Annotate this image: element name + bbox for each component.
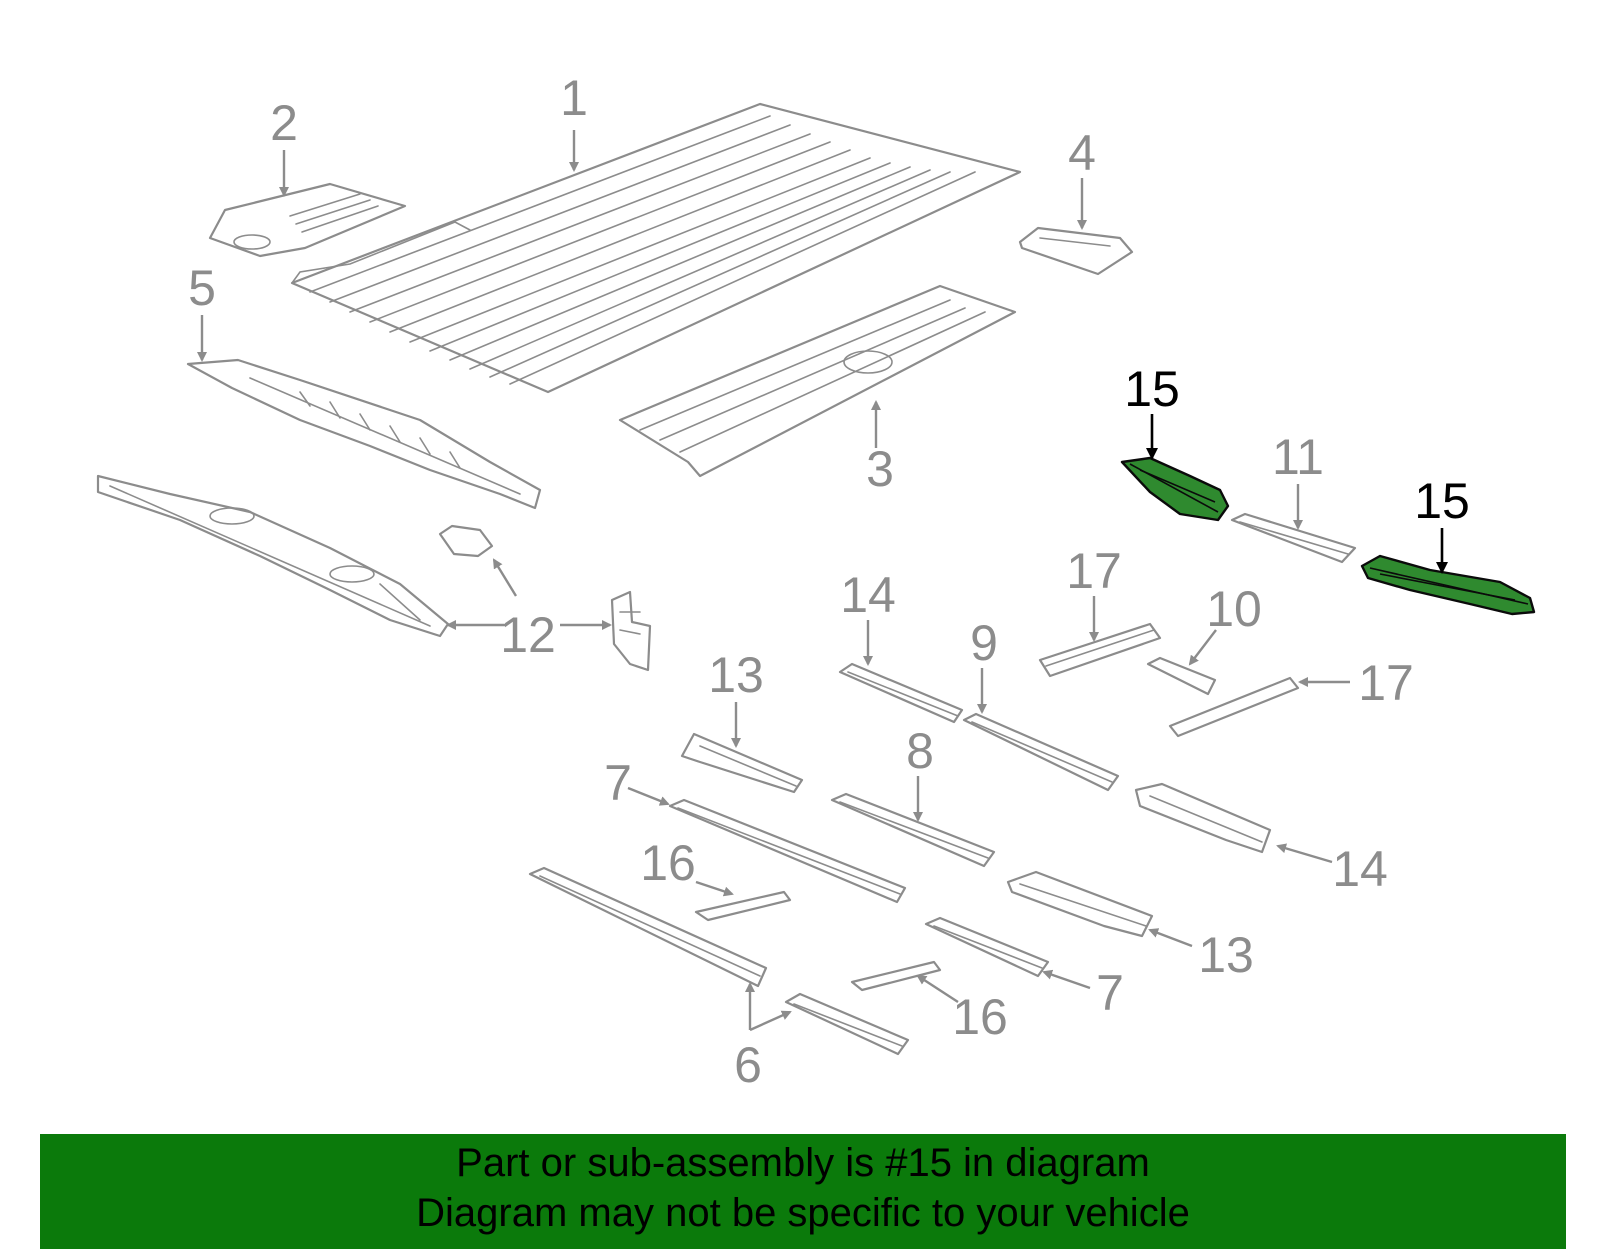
part-12-bracket[interactable] [610,590,652,672]
part-16-lower-brace[interactable] [850,960,942,992]
part-9-crossmember[interactable] [962,712,1120,792]
part-6-long-sill[interactable] [528,866,768,988]
callout-4: 4 [1068,125,1096,181]
callout-14-upper: 14 [840,567,896,623]
part-14-upper-crossmember[interactable] [838,662,964,724]
callout-3: 3 [866,441,894,497]
callout-9: 9 [970,615,998,671]
part-7-short-crossmember[interactable] [924,916,1050,978]
part-10-crossmember[interactable] [1146,656,1217,696]
part-5-cross-member[interactable] [186,358,542,510]
part-8-crossmember[interactable] [830,792,996,868]
callout-15-left: 15 [1124,361,1180,417]
callout-13-upper: 13 [708,647,764,703]
callout-7-left: 7 [604,755,632,811]
banner-line-disclaimer: Diagram may not be specific to your vehi… [416,1191,1190,1235]
callout-7-right: 7 [1096,965,1124,1021]
callout-17-right: 17 [1358,655,1414,711]
part-11-crossmember[interactable] [1230,512,1357,564]
callout-16-lower: 16 [952,989,1008,1045]
info-banner: Part or sub-assembly is #15 in diagram D… [40,1134,1566,1249]
part-3-rear-floor-panel[interactable] [618,284,1017,478]
part-12-side-rail[interactable] [96,474,450,638]
part-13-upper-crossmember[interactable] [680,732,804,794]
callout-13-lower: 13 [1198,927,1254,983]
part-6-short-sill[interactable] [784,992,910,1056]
callout-2: 2 [270,95,298,151]
part-17-upper-crossmember[interactable] [1038,622,1162,678]
callout-1: 1 [560,70,588,126]
part-2-bracket[interactable] [208,182,407,258]
leader-lines [197,130,1448,1032]
part-16-upper-brace[interactable] [694,890,792,922]
callout-8: 8 [906,723,934,779]
callout-15-right: 15 [1414,473,1470,529]
callout-17-upper: 17 [1066,543,1122,599]
callout-12: 12 [500,607,556,663]
callout-5: 5 [188,260,216,316]
callout-6: 6 [734,1037,762,1093]
part-12-clip[interactable] [438,524,494,558]
part-15-reinforcement-left[interactable] [1120,456,1230,522]
part-7-long-crossmember[interactable] [668,798,907,904]
callout-14-lower: 14 [1332,841,1388,897]
part-13-lower-crossmember[interactable] [1006,870,1154,938]
part-4-bracket[interactable] [1018,226,1134,276]
part-15-reinforcement-right[interactable] [1360,554,1536,616]
part-1-floor-panel[interactable] [290,102,1022,394]
callout-16-upper: 16 [640,835,696,891]
callout-11: 11 [1272,429,1324,485]
callout-10: 10 [1206,581,1262,637]
banner-line-part-number: Part or sub-assembly is #15 in diagram [456,1141,1150,1185]
part-17-lower-crossmember[interactable] [1168,676,1300,738]
part-14-lower-crossmember[interactable] [1134,782,1272,854]
